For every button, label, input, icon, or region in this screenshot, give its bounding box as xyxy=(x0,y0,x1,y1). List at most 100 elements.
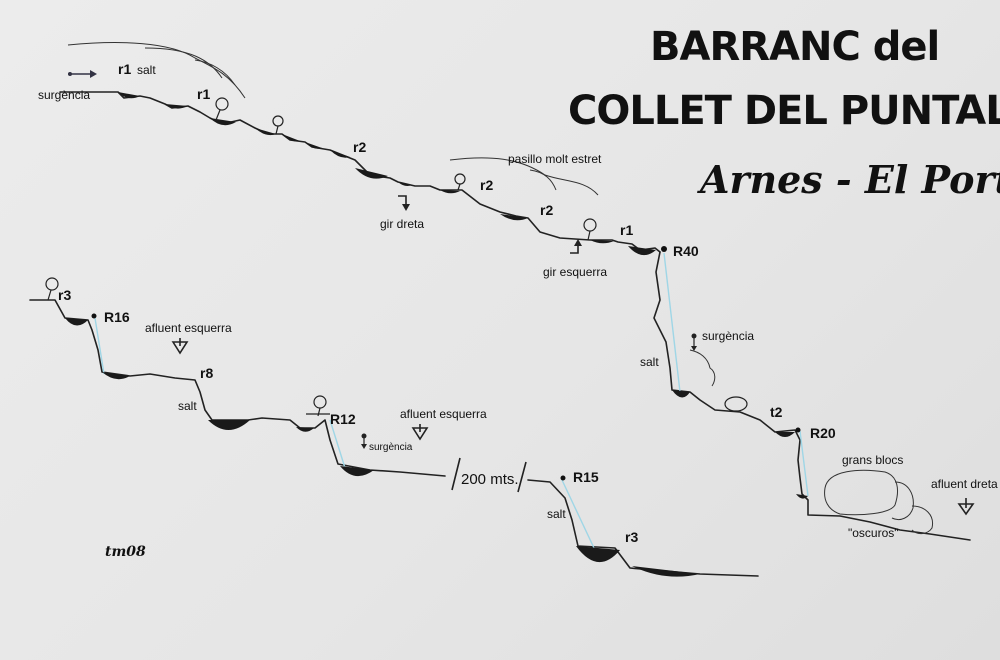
pool xyxy=(118,92,140,99)
label-afluent-esquerra: afluent esquerra xyxy=(400,407,487,421)
label-R16: R16 xyxy=(104,309,130,325)
label-oscuros: "oscuros" xyxy=(848,526,899,540)
label-r8: r8 xyxy=(200,365,213,381)
label-distance: 200 mts. xyxy=(461,471,519,488)
break-mark xyxy=(517,461,527,493)
pool xyxy=(775,432,795,437)
pool xyxy=(255,128,276,136)
label-surgencia: surgència xyxy=(369,442,413,453)
label-afluent-esquerra: afluent esquerra xyxy=(145,321,232,335)
pool xyxy=(590,240,614,244)
label-R15: R15 xyxy=(573,469,599,485)
waterfall-line xyxy=(94,317,105,375)
tree-icon xyxy=(454,173,466,191)
wall-outline-5 xyxy=(529,169,557,191)
break-mark xyxy=(451,457,461,491)
waterfall-line xyxy=(663,252,681,393)
spring-icon xyxy=(361,433,367,449)
pool xyxy=(398,182,412,186)
label-afluent-dreta: afluent dreta xyxy=(931,477,998,491)
boulder-icon xyxy=(724,396,748,412)
pool xyxy=(165,104,188,109)
spring-icon xyxy=(691,333,697,351)
lower-profile-line-1 xyxy=(29,299,446,477)
pool xyxy=(282,134,300,142)
label-salt: salt xyxy=(178,399,197,413)
anchor-icon xyxy=(661,246,667,252)
pool xyxy=(672,390,690,398)
title-line-1: BARRANC del xyxy=(650,24,939,70)
tree-icon xyxy=(306,395,330,417)
anchor-icon xyxy=(795,427,801,433)
label-r1: r1 xyxy=(197,86,210,102)
tree-icon xyxy=(215,97,229,121)
tree-icon xyxy=(45,277,59,301)
pool xyxy=(65,318,88,326)
rock-outline xyxy=(689,349,716,387)
pool xyxy=(355,168,388,179)
pool xyxy=(500,214,528,221)
pool xyxy=(340,466,374,477)
pool xyxy=(796,494,808,499)
boulder-icon xyxy=(911,505,934,535)
pool xyxy=(628,246,656,256)
anchor-icon xyxy=(91,313,97,319)
tree-icon xyxy=(583,218,597,241)
tributary-arrow-icon xyxy=(171,338,189,355)
label-r2: r2 xyxy=(540,202,553,218)
label-pasillo: pasillo molt estret xyxy=(508,152,602,166)
label-t2: t2 xyxy=(770,404,783,420)
label-salt: salt xyxy=(640,355,659,369)
label-r2: r2 xyxy=(480,177,493,193)
label-salt-word: salt xyxy=(137,63,156,77)
label-surgencia: surgència xyxy=(38,88,90,102)
waterfall-line xyxy=(561,479,595,549)
pool xyxy=(102,372,130,380)
pool xyxy=(210,118,236,126)
title-line-3: Arnes - El Port xyxy=(697,157,1000,202)
turn-left-arrow-icon xyxy=(570,239,582,254)
label-gir-esquerra: gir esquerra xyxy=(543,265,607,279)
tributary-arrow-icon xyxy=(957,498,975,516)
spring-arrow-icon xyxy=(68,70,97,78)
label-surgencia: surgència xyxy=(702,329,754,343)
pool xyxy=(296,427,314,432)
right-profile-line xyxy=(653,251,971,541)
label-gir-dreta: gir dreta xyxy=(380,217,424,231)
wall-outline-1 xyxy=(67,42,246,99)
pool xyxy=(305,142,322,149)
label-r3: r3 xyxy=(625,529,638,545)
anchor-icon xyxy=(560,475,566,481)
upper-profile xyxy=(59,42,661,256)
pool xyxy=(330,150,350,158)
right-profile xyxy=(653,246,975,541)
wall-outline-4 xyxy=(449,157,599,196)
turn-right-arrow-icon xyxy=(398,195,410,211)
waterfall-line xyxy=(329,419,346,469)
wall-outline-2 xyxy=(144,47,223,79)
boulder-icon xyxy=(891,481,914,521)
label-r1-salt: r1 xyxy=(118,61,131,77)
waterfall-line xyxy=(799,430,809,497)
label-R40: R40 xyxy=(673,243,699,259)
pool xyxy=(440,190,460,194)
pool xyxy=(208,420,250,430)
label-grans-blocs: grans blocs xyxy=(842,453,903,467)
label-r2: r2 xyxy=(353,139,366,155)
pool xyxy=(576,546,620,563)
pool xyxy=(632,566,700,577)
boulder-icon xyxy=(824,469,898,516)
lower-profile-line-2 xyxy=(527,479,759,577)
tree-icon xyxy=(272,115,284,135)
label-salt: salt xyxy=(547,507,566,521)
wall-outline-3 xyxy=(194,59,236,86)
label-r1: r1 xyxy=(620,222,633,238)
label-r3: r3 xyxy=(58,287,71,303)
title-line-2: COLLET DEL PUNTALET xyxy=(568,88,1000,134)
author-signature: tm08 xyxy=(105,544,146,560)
label-R12: R12 xyxy=(330,411,356,427)
lower-profile xyxy=(29,277,759,577)
tributary-arrow-icon xyxy=(411,424,429,441)
